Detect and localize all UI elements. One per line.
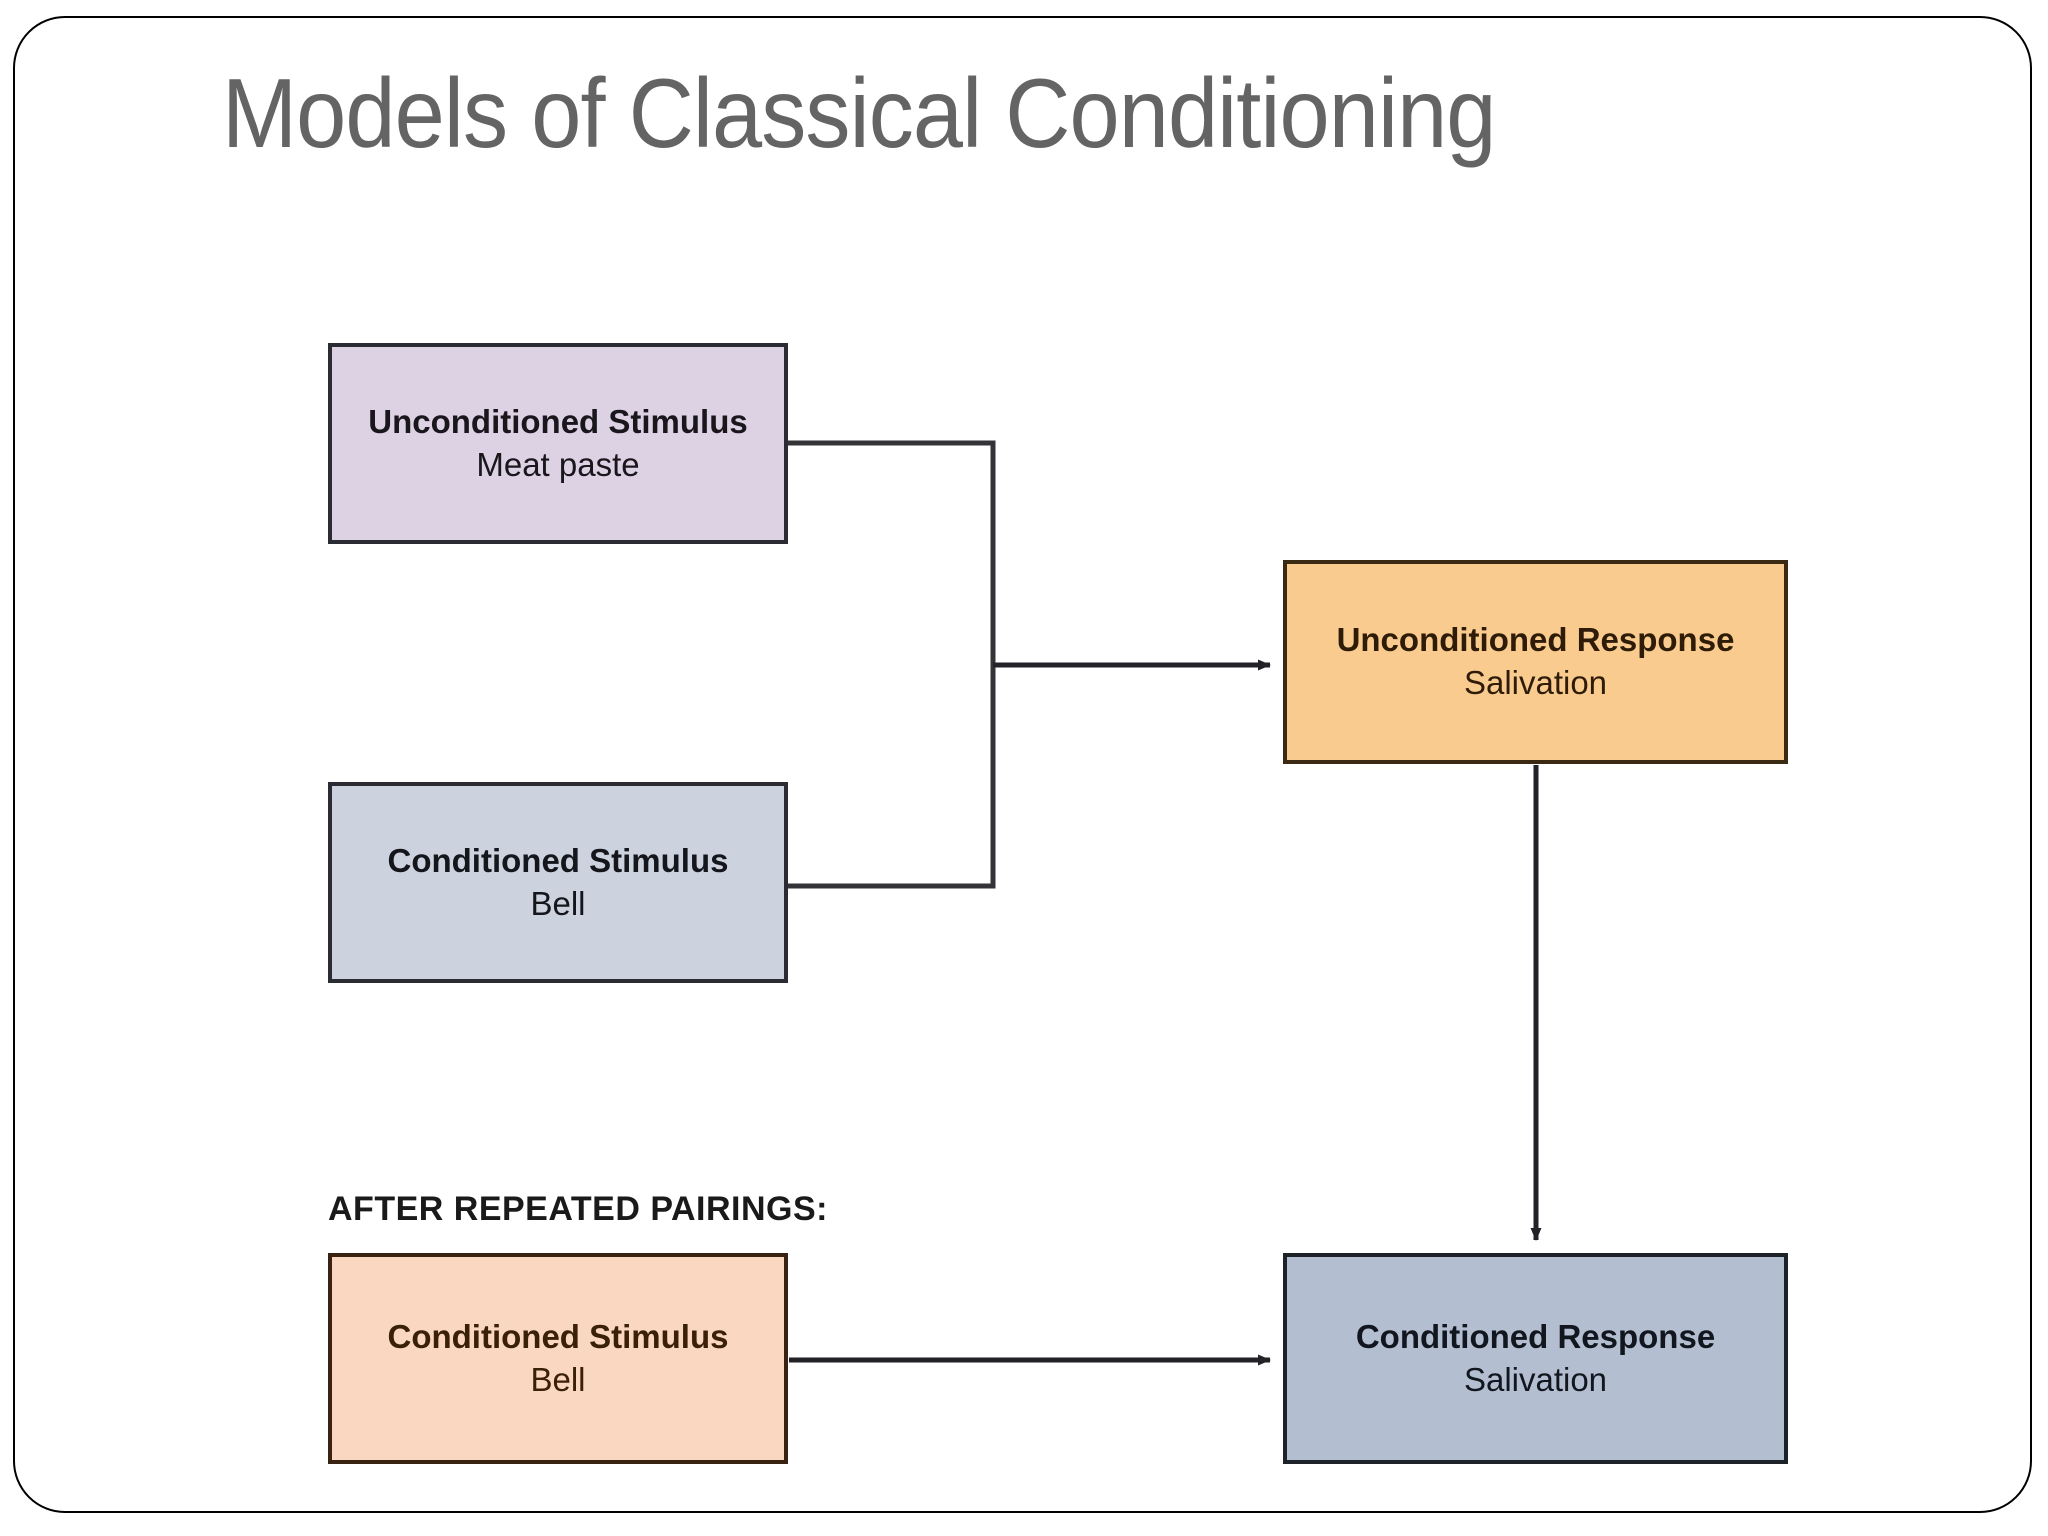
node-unconditioned-stimulus: Unconditioned Stimulus Meat paste: [328, 343, 788, 544]
node-title: Conditioned Response: [1355, 1317, 1716, 1355]
node-title: Unconditioned Stimulus: [368, 402, 748, 440]
node-conditioned-stimulus-bottom: Conditioned Stimulus Bell: [328, 1253, 788, 1464]
node-title: Conditioned Stimulus: [387, 1317, 729, 1355]
node-title: Unconditioned Response: [1336, 621, 1735, 658]
node-subtitle: Bell: [530, 884, 586, 922]
node-conditioned-response: Conditioned Response Salivation: [1283, 1253, 1788, 1464]
node-subtitle: Salivation: [1463, 664, 1608, 701]
after-repeated-pairings-label: AFTER REPEATED PAIRINGS:: [328, 1190, 828, 1228]
node-subtitle: Meat paste: [476, 445, 640, 483]
node-title: Conditioned Stimulus: [387, 841, 729, 879]
node-unconditioned-response: Unconditioned Response Salivation: [1283, 560, 1788, 764]
node-subtitle: Bell: [530, 1360, 586, 1398]
bracket-us-cs-to-ur: [788, 440, 1271, 889]
node-conditioned-stimulus-top: Conditioned Stimulus Bell: [328, 782, 788, 983]
node-subtitle: Salivation: [1463, 1360, 1608, 1398]
page-title: Models of Classical Conditioning: [222, 58, 1496, 168]
